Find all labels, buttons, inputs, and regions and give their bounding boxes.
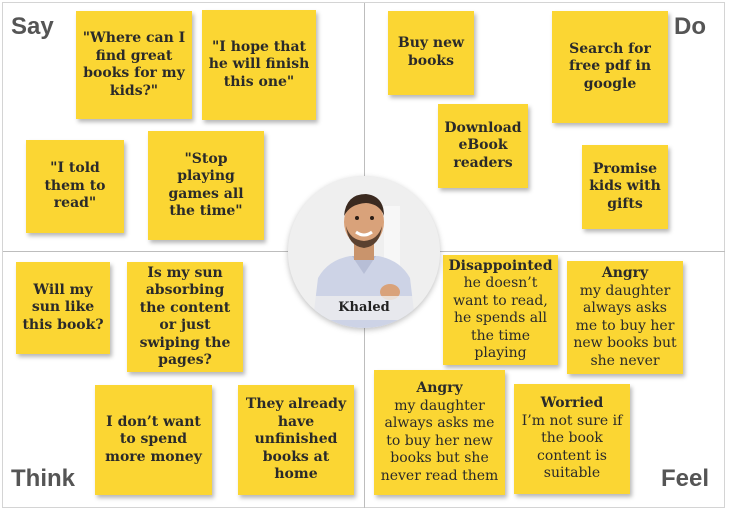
say-note: "Where can I find great books for my kid… [76,11,192,119]
say-note-text: "Where can I find great books for my kid… [82,30,186,99]
do-label: Do [674,13,706,40]
do-note: Promise kids with gifts [582,145,668,229]
feel-note-body: my daughter always asks me to buy her ne… [573,282,677,369]
say-note-text: "I told them to read" [44,160,106,212]
feel-note-body: I’m not sure if the book content is suit… [521,412,623,482]
say-note-text: "Stop playing games all the time" [168,150,244,220]
think-note-text: They already have unfinished books at ho… [245,396,347,483]
persona-photo: Khaled [288,176,440,328]
feel-note: Disappointed he doesn’t want to read, he… [443,255,558,365]
think-note-text: Is my sun absorbing the content or just … [139,264,231,369]
do-note-text: Download eBook readers [444,119,522,171]
feel-note-title: Angry [416,380,463,396]
do-note: Search for free pdf in google [552,11,668,123]
do-note-text: Promise kids with gifts [589,160,661,212]
feel-note-title: Disappointed [448,257,553,274]
say-note: "I hope that he will finish this one" [202,10,316,120]
persona-name: Khaled [288,296,440,320]
do-note-text: Buy new books [397,35,465,69]
say-label: Say [11,13,54,40]
do-note: Download eBook readers [438,104,528,188]
think-note-text: I don’t want to spend more money [105,413,202,465]
feel-note: Worried I’m not sure if the book content… [514,384,630,494]
do-note: Buy new books [388,11,474,95]
do-note-text: Search for free pdf in google [568,40,652,92]
feel-note: Angry my daughter always asks me to buy … [567,261,683,374]
feel-note-title: Angry [601,265,649,281]
think-note: I don’t want to spend more money [95,385,212,495]
feel-note-body: my daughter always asks me to buy her ne… [380,397,499,484]
feel-note-title: Worried [540,395,604,412]
think-note: Will my sun like this book? [16,262,110,354]
think-note-text: Will my sun like this book? [22,281,104,333]
think-note: Is my sun absorbing the content or just … [127,262,243,372]
say-note-text: "I hope that he will finish this one" [208,38,310,90]
say-note: "Stop playing games all the time" [148,131,264,240]
feel-note: Angry my daughter always asks me to buy … [374,370,505,495]
say-note: "I told them to read" [26,140,124,233]
think-label: Think [11,465,75,492]
think-note: They already have unfinished books at ho… [238,385,354,495]
feel-label: Feel [661,465,710,492]
feel-note-body: he doesn’t want to read, he spends all t… [453,275,548,361]
